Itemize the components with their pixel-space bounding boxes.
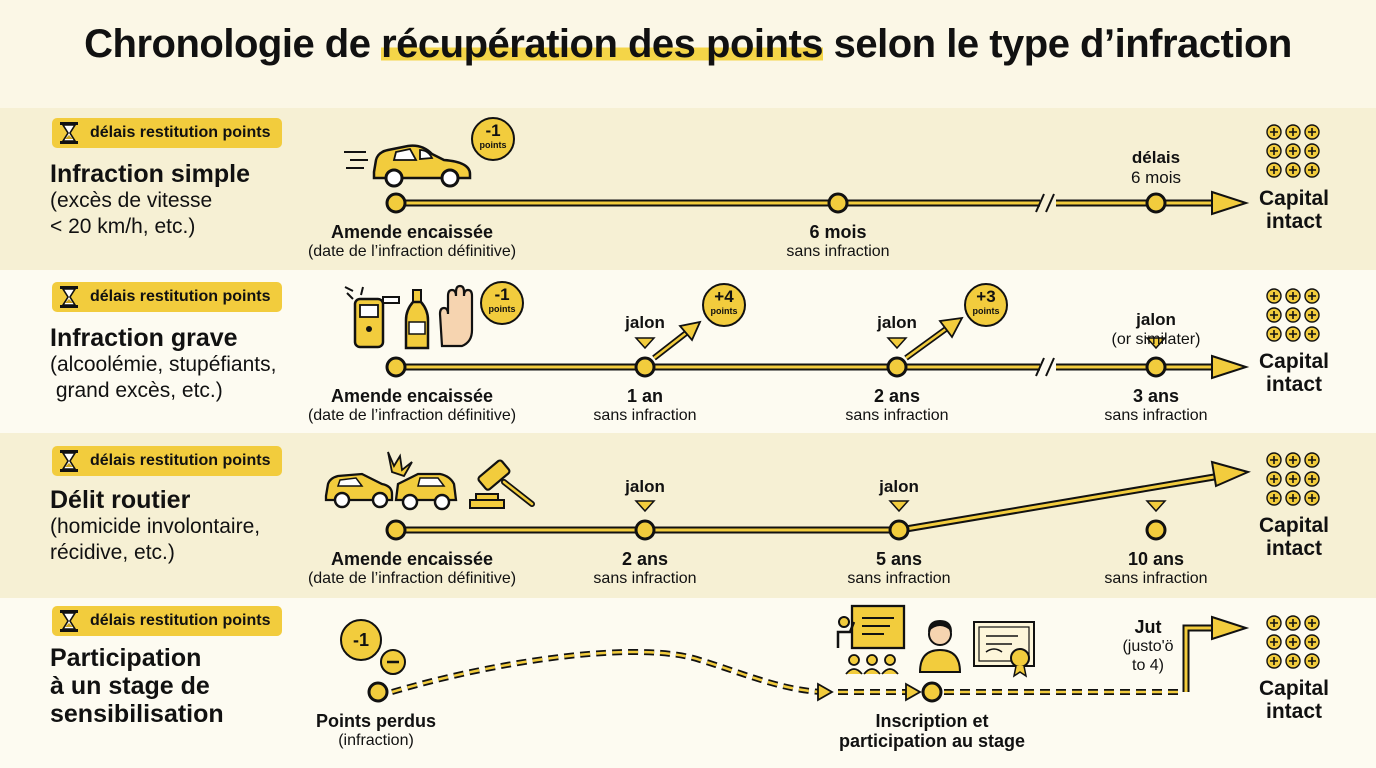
start-label: Amende encaissée(date de l’infraction dé… bbox=[307, 222, 517, 260]
capital-label: Capital intact bbox=[1258, 677, 1329, 723]
start-label: Amende encaissée(date de l’infraction dé… bbox=[307, 386, 517, 424]
presentation-icon bbox=[836, 604, 906, 675]
badge: délais restitution points bbox=[52, 446, 283, 476]
node bbox=[367, 681, 389, 703]
certificate-icon bbox=[973, 621, 1035, 678]
node bbox=[385, 356, 407, 378]
plus-cluster-icon bbox=[1266, 124, 1320, 178]
node bbox=[827, 192, 849, 214]
node bbox=[1145, 192, 1167, 214]
badge: délais restitution points bbox=[52, 282, 283, 312]
row-subtitle: (homicide involontaire, récidive, etc.) bbox=[50, 515, 261, 564]
node bbox=[634, 356, 656, 378]
jalon-label: jalon bbox=[879, 477, 919, 496]
hourglass-icon bbox=[60, 286, 78, 308]
car-icon bbox=[344, 144, 472, 188]
plus-cluster-icon bbox=[1266, 615, 1320, 669]
badge: délais restitution points bbox=[52, 606, 283, 636]
car-crash-icon bbox=[324, 451, 458, 511]
capital-label: Capital intact bbox=[1258, 514, 1329, 560]
hourglass-icon bbox=[60, 122, 78, 144]
instructor-icon bbox=[918, 620, 962, 673]
minus-badge: -1 bbox=[352, 630, 370, 650]
gavel-icon bbox=[469, 459, 535, 509]
jalon-label: jalon bbox=[625, 477, 665, 496]
badge: délais restitution points bbox=[52, 118, 283, 148]
start-label: Amende encaissée(date de l’infraction dé… bbox=[307, 549, 517, 587]
hand-icon bbox=[438, 284, 474, 348]
node bbox=[1145, 519, 1167, 541]
timeline-3 bbox=[385, 460, 1251, 541]
page-title: Chronologie de récupération des points s… bbox=[84, 22, 1292, 66]
row-title: Participation à un stage de sensibilisat… bbox=[50, 644, 224, 728]
plus-cluster-icon bbox=[1266, 288, 1320, 342]
capital-label: Capital intact bbox=[1258, 350, 1329, 396]
bottle-icon bbox=[404, 289, 430, 350]
node bbox=[921, 681, 943, 703]
row-title: Infraction grave bbox=[50, 324, 238, 352]
minus-one-points-icon bbox=[480, 281, 1008, 327]
jalon-label: jalon bbox=[625, 313, 665, 332]
minus-one-icon bbox=[340, 619, 382, 661]
start-label: Points perdus(infraction) bbox=[315, 711, 437, 749]
row-subtitle: (excès de vitesse < 20 km/h, etc.) bbox=[50, 189, 213, 238]
hourglass-icon bbox=[60, 450, 78, 472]
hourglass-icon bbox=[60, 610, 78, 632]
minus-icon bbox=[380, 649, 406, 675]
row-title: Infraction simple bbox=[50, 160, 251, 188]
row-title: Délit routier bbox=[50, 486, 191, 514]
breathalyzer-icon bbox=[344, 286, 400, 349]
row-subtitle: (alcoolémie, stupéfiants, grand excès, e… bbox=[50, 353, 277, 402]
timeline-1 bbox=[385, 190, 1250, 216]
jalon-label: jalon bbox=[877, 313, 917, 332]
node bbox=[1145, 356, 1167, 378]
node bbox=[886, 356, 908, 378]
plus-cluster-icon bbox=[1266, 452, 1320, 506]
node bbox=[385, 519, 407, 541]
timeline-4 bbox=[367, 615, 1250, 703]
node bbox=[888, 519, 910, 541]
node bbox=[634, 519, 656, 541]
timeline-2 bbox=[385, 316, 1250, 380]
minus-one-points-icon bbox=[471, 117, 515, 161]
capital-label: Capital intact bbox=[1258, 187, 1329, 233]
node bbox=[385, 192, 407, 214]
jalon-label: jalon(or similater) bbox=[1111, 310, 1201, 348]
